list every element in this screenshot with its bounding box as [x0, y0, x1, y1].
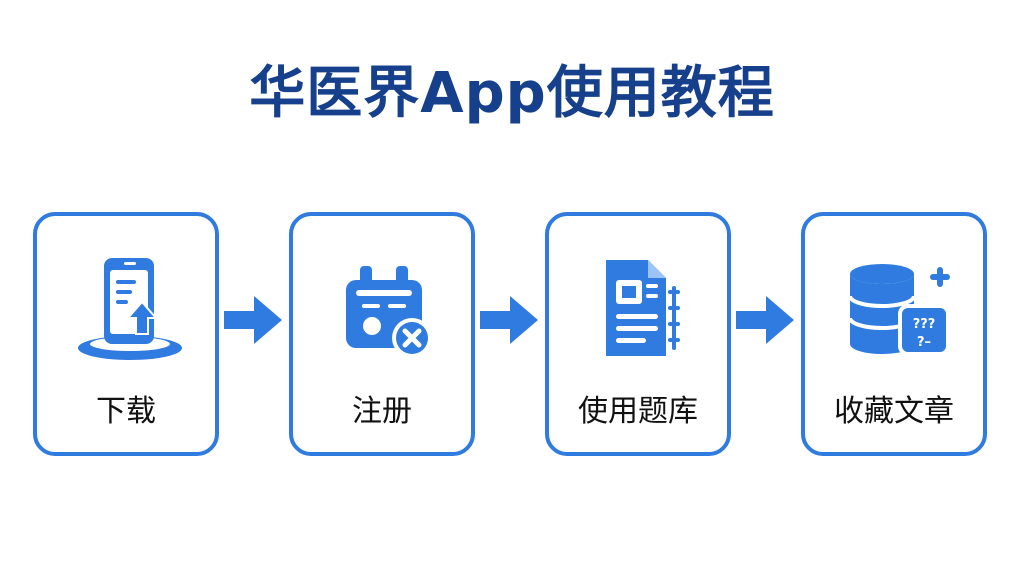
- page-title: 华医界App使用教程: [249, 61, 775, 126]
- arrow-right-icon: [480, 296, 538, 344]
- step-question-bank: 使用题库: [545, 212, 731, 456]
- question-bank-document-icon: [606, 260, 680, 356]
- register-id-card-icon: [346, 266, 432, 358]
- step-favorite-articles: ??? ?– 收藏文章: [801, 212, 987, 456]
- svg-text:?–: ?–: [917, 335, 931, 350]
- svg-text:???: ???: [913, 317, 936, 332]
- database-favorite-icon: ??? ?–: [848, 264, 950, 356]
- phone-download-icon: [78, 258, 182, 360]
- arrow-right-icon: [224, 296, 282, 344]
- step-register: 注册: [289, 212, 475, 456]
- step-label: 收藏文章: [834, 394, 954, 429]
- step-label: 下载: [96, 394, 156, 429]
- step-label: 注册: [352, 394, 412, 429]
- arrow-right-icon: [736, 296, 794, 344]
- step-download: 下载: [33, 212, 219, 456]
- step-label: 使用题库: [578, 394, 698, 429]
